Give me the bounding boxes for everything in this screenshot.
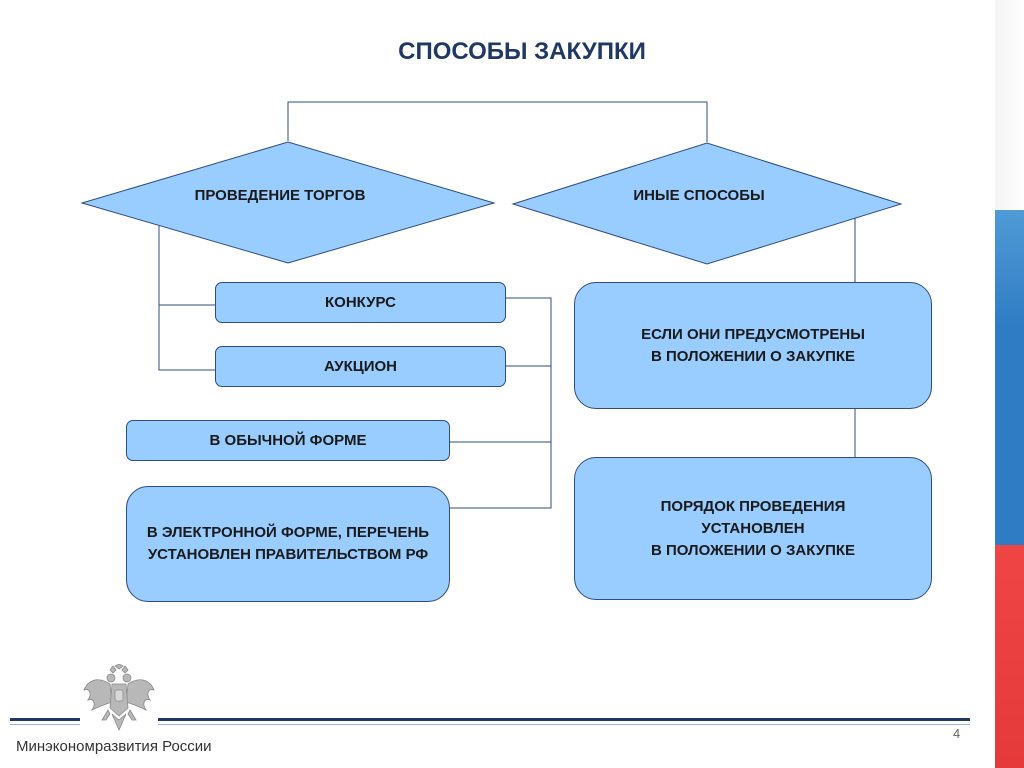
box-konkurs: КОНКУРС bbox=[215, 282, 506, 323]
decision-diamond-inye bbox=[511, 142, 903, 265]
russian-coat-of-arms-icon bbox=[80, 663, 158, 736]
footer-organization: Минэкономразвития России bbox=[16, 738, 212, 755]
page-number: 4 bbox=[953, 726, 961, 741]
box-obychnaya-forma: В ОБЫЧНОЙ ФОРМЕ bbox=[126, 420, 450, 461]
box-elektronnaya-forma: В ЭЛЕКТРОННОЙ ФОРМЕ, ПЕРЕЧЕНЬ УСТАНОВЛЕН… bbox=[126, 486, 450, 602]
connector-lines bbox=[158, 101, 856, 509]
flag-stripe-red bbox=[995, 545, 1024, 768]
box-poryadok-provedeniya: ПОРЯДОК ПРОВЕДЕНИЯ УСТАНОВЛЕН В ПОЛОЖЕНИ… bbox=[574, 457, 932, 600]
flag-stripe-white bbox=[995, 0, 1024, 210]
flag-stripe-blue bbox=[995, 210, 1024, 545]
connector-forms-elektronnaya bbox=[449, 297, 552, 509]
connector-torgi-auktsion bbox=[158, 226, 216, 371]
box-auktsion: АУКЦИОН bbox=[215, 346, 506, 387]
footer-divider bbox=[10, 718, 970, 721]
decision-diamond-torgi bbox=[80, 141, 496, 264]
decision-label-torgi: ПРОВЕДЕНИЕ ТОРГОВ bbox=[194, 187, 366, 204]
box-esli-predusmotreny: ЕСЛИ ОНИ ПРЕДУСМОТРЕНЫ В ПОЛОЖЕНИИ О ЗАК… bbox=[574, 282, 932, 409]
connector-top-bracket bbox=[287, 101, 708, 142]
page-title: СПОСОБЫ ЗАКУПКИ bbox=[398, 38, 646, 65]
decision-label-inye: ИНЫЕ СПОСОБЫ bbox=[633, 187, 765, 204]
footer-divider-thin bbox=[10, 724, 970, 725]
